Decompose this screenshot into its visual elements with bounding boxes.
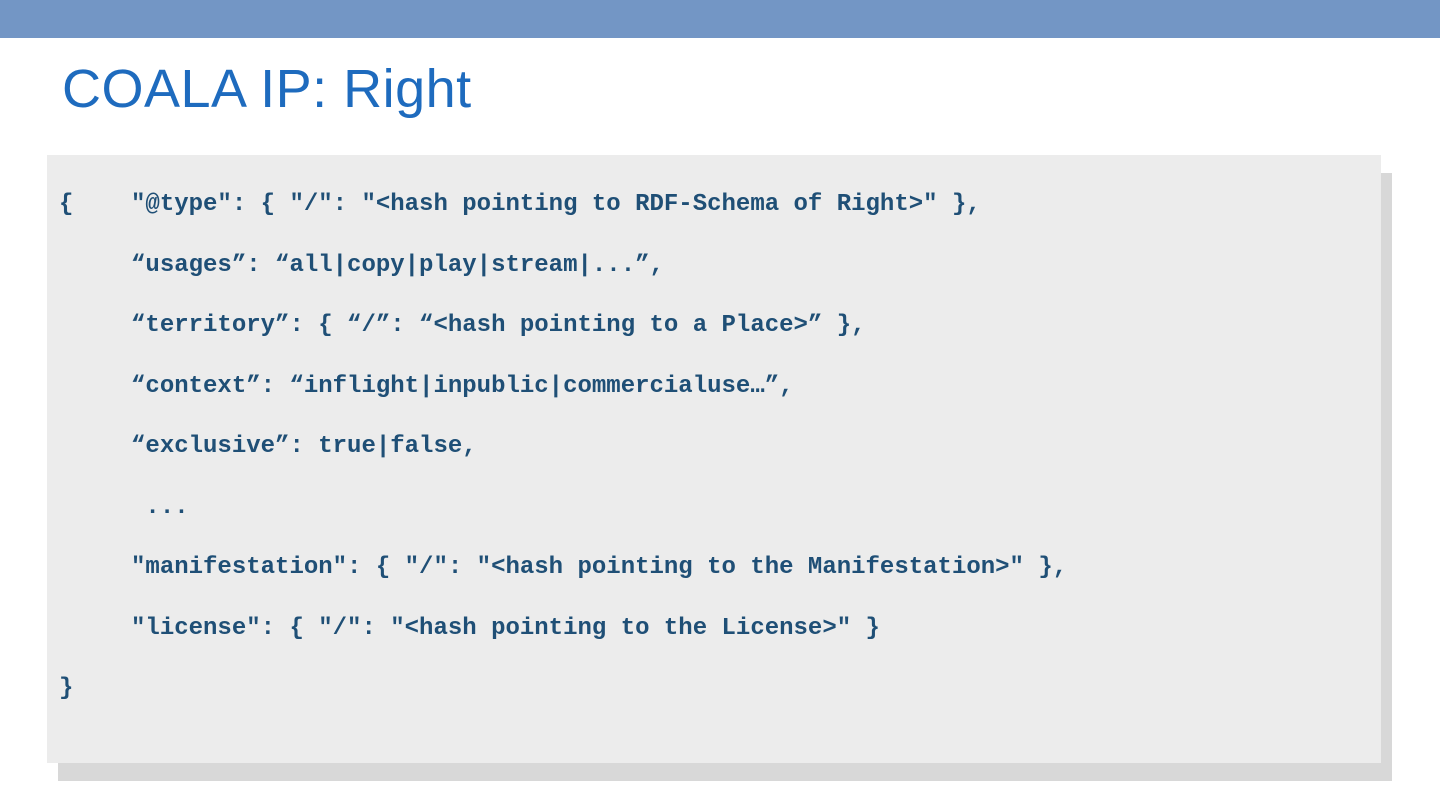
- code-line: “exclusive”: true|false,: [59, 433, 477, 460]
- code-line: “usages”: “all|copy|play|stream|...”,: [59, 251, 664, 279]
- code-line: }: [59, 675, 74, 702]
- code-line: “territory”: { “/”: “<hash pointing to a…: [59, 312, 866, 339]
- code-panel: { "@type": { "/": "<hash pointing to RDF…: [47, 155, 1381, 763]
- code-block: { "@type": { "/": "<hash pointing to RDF…: [47, 155, 1381, 720]
- code-line: “context”: “inflight|inpublic|commercial…: [59, 372, 794, 400]
- code-line: { "@type": { "/": "<hash pointing to RDF…: [59, 191, 981, 218]
- code-line: "manifestation": { "/": "<hash pointing …: [59, 554, 1068, 581]
- code-line: "license": { "/": "<hash pointing to the…: [59, 614, 880, 642]
- code-line: ...: [59, 493, 189, 521]
- slide-title: COALA IP: Right: [62, 59, 472, 119]
- top-accent-bar: [0, 0, 1440, 38]
